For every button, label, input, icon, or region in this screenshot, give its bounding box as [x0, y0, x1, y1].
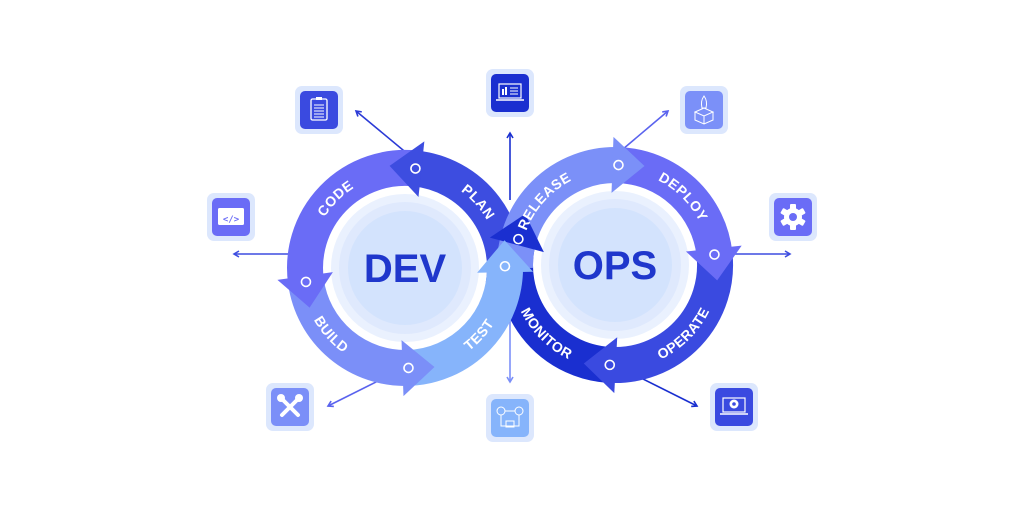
operate-node-dot — [604, 359, 616, 371]
analytics-laptop-icon[interactable] — [486, 69, 534, 117]
connector-arrow-tip — [326, 400, 334, 408]
connector-arrow-tip — [506, 376, 514, 384]
monitor-arrowhead — [489, 214, 544, 253]
connector-arrow-tip — [232, 250, 240, 258]
connector-arrow-tip — [506, 131, 514, 139]
rocket-box-icon[interactable] — [680, 86, 728, 134]
test-flow-icon[interactable] — [486, 394, 534, 442]
release-ring-segment — [497, 147, 620, 270]
release-node-dot — [613, 159, 624, 171]
plan-arrowhead — [389, 141, 425, 198]
code-window-icon[interactable]: </> — [207, 193, 255, 241]
icon-tiles: </> — [207, 69, 817, 442]
plan-node-dot — [410, 163, 421, 174]
laptop-gear-icon[interactable] — [710, 383, 758, 431]
operate-ring-segment — [608, 252, 734, 383]
clipboard-icon[interactable] — [295, 86, 343, 134]
monitor-node-dot — [513, 233, 524, 245]
test-node-dot — [499, 260, 511, 272]
deploy-node-dot — [709, 249, 720, 260]
wrench-screwdriver-icon[interactable] — [266, 383, 314, 431]
connector-arrowheads — [232, 109, 792, 408]
build-node-dot — [403, 362, 414, 374]
ops-center: OPS — [541, 191, 689, 339]
deploy-arrowhead — [685, 245, 742, 281]
connector-arrow-tip — [354, 110, 362, 117]
dev-title: DEV — [364, 247, 447, 291]
connector-arrow-tip — [784, 250, 792, 258]
code-node-dot — [300, 276, 312, 288]
release-arrowhead — [611, 136, 645, 193]
ops-title: OPS — [573, 244, 657, 288]
operate-arrowhead — [583, 337, 618, 394]
dev-center: DEV — [331, 194, 479, 342]
arrowheads — [277, 136, 742, 397]
code-arrowhead — [277, 272, 333, 308]
connector-arrow-tip — [662, 109, 670, 117]
build-arrowhead — [401, 340, 435, 397]
test-arrowhead — [477, 240, 534, 273]
code-ring-segment — [287, 149, 418, 285]
gear-icon[interactable] — [769, 193, 817, 241]
connector-arrow-tip — [691, 400, 699, 408]
svg-text:</>: </> — [223, 215, 240, 225]
